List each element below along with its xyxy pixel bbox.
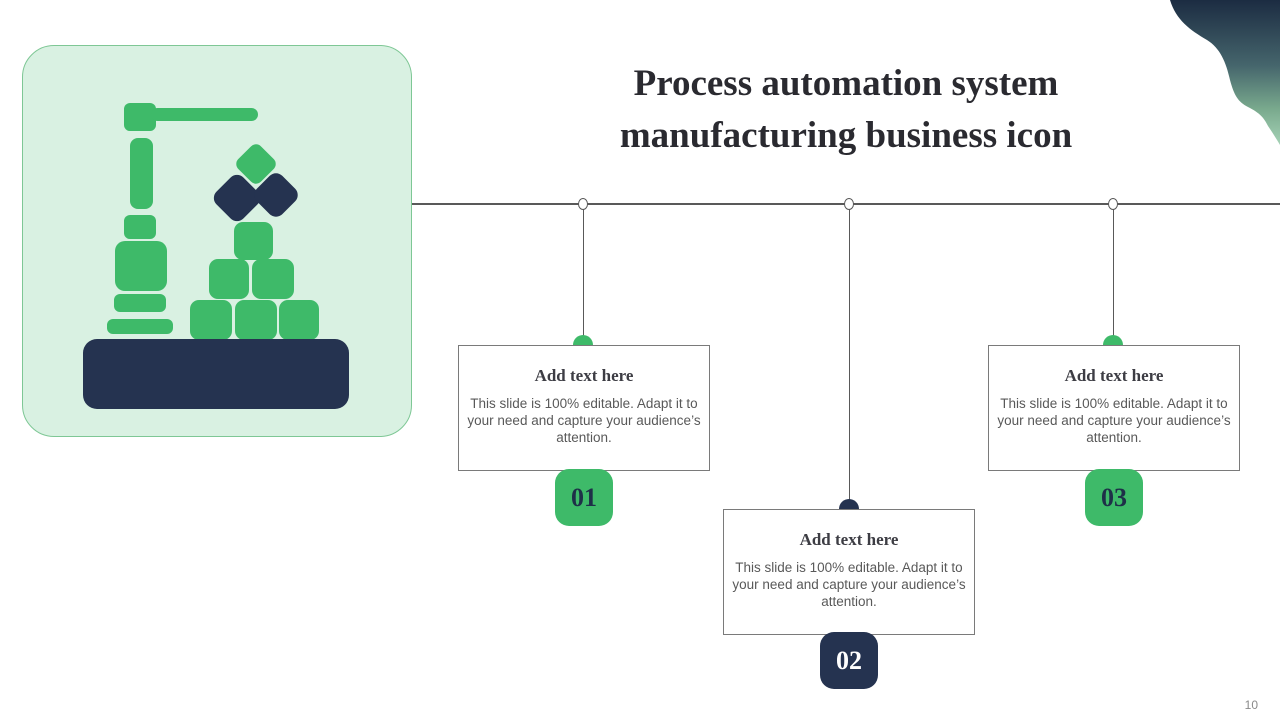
process-automation-icon-panel <box>22 45 412 437</box>
cube-block <box>234 222 273 260</box>
slide-title-line2: manufacturing business icon <box>619 115 1073 156</box>
crane-mast <box>130 138 153 209</box>
timeline-drop-line-2 <box>848 208 850 502</box>
card-body-text[interactable]: This slide is 100% editable. Adapt it to… <box>467 396 701 445</box>
text-card-3[interactable]: Add text here This slide is 100% editabl… <box>988 345 1240 471</box>
card-body-text[interactable]: This slide is 100% editable. Adapt it to… <box>997 396 1231 445</box>
number-badge-03[interactable]: 03 <box>1085 469 1143 526</box>
crane-base <box>107 319 173 334</box>
corner-wave-decoration <box>1170 0 1280 145</box>
timeline-node-circle-1 <box>578 198 588 210</box>
timeline-node-circle-3 <box>1108 198 1118 210</box>
card-body-text[interactable]: This slide is 100% editable. Adapt it to… <box>732 560 966 609</box>
timeline-node-circle-2 <box>844 198 854 210</box>
cube-block <box>252 259 294 299</box>
platform-base <box>83 339 349 409</box>
text-card-1[interactable]: Add text here This slide is 100% editabl… <box>458 345 710 471</box>
slide-title-line1: Process automation system <box>633 63 1059 104</box>
crane-segment <box>114 294 166 312</box>
crane-head-block <box>124 103 156 131</box>
number-badge-02[interactable]: 02 <box>820 632 878 689</box>
timeline-drop-line-1 <box>582 208 584 338</box>
number-badge-01[interactable]: 01 <box>555 469 613 526</box>
cube-block <box>235 300 277 340</box>
card-title[interactable]: Add text here <box>534 366 634 385</box>
crane-segment <box>124 215 156 239</box>
cube-block <box>279 300 319 340</box>
text-card-2[interactable]: Add text here This slide is 100% editabl… <box>723 509 975 635</box>
crane-arm <box>151 108 258 121</box>
cube-block <box>209 259 249 299</box>
slide-title[interactable]: Process automation system manufacturing … <box>452 58 1240 162</box>
timeline-drop-line-3 <box>1112 208 1114 338</box>
crane-body <box>115 241 167 291</box>
cube-block <box>190 300 232 340</box>
page-number: 10 <box>1244 698 1258 712</box>
card-title[interactable]: Add text here <box>799 530 899 549</box>
card-title[interactable]: Add text here <box>1064 366 1164 385</box>
